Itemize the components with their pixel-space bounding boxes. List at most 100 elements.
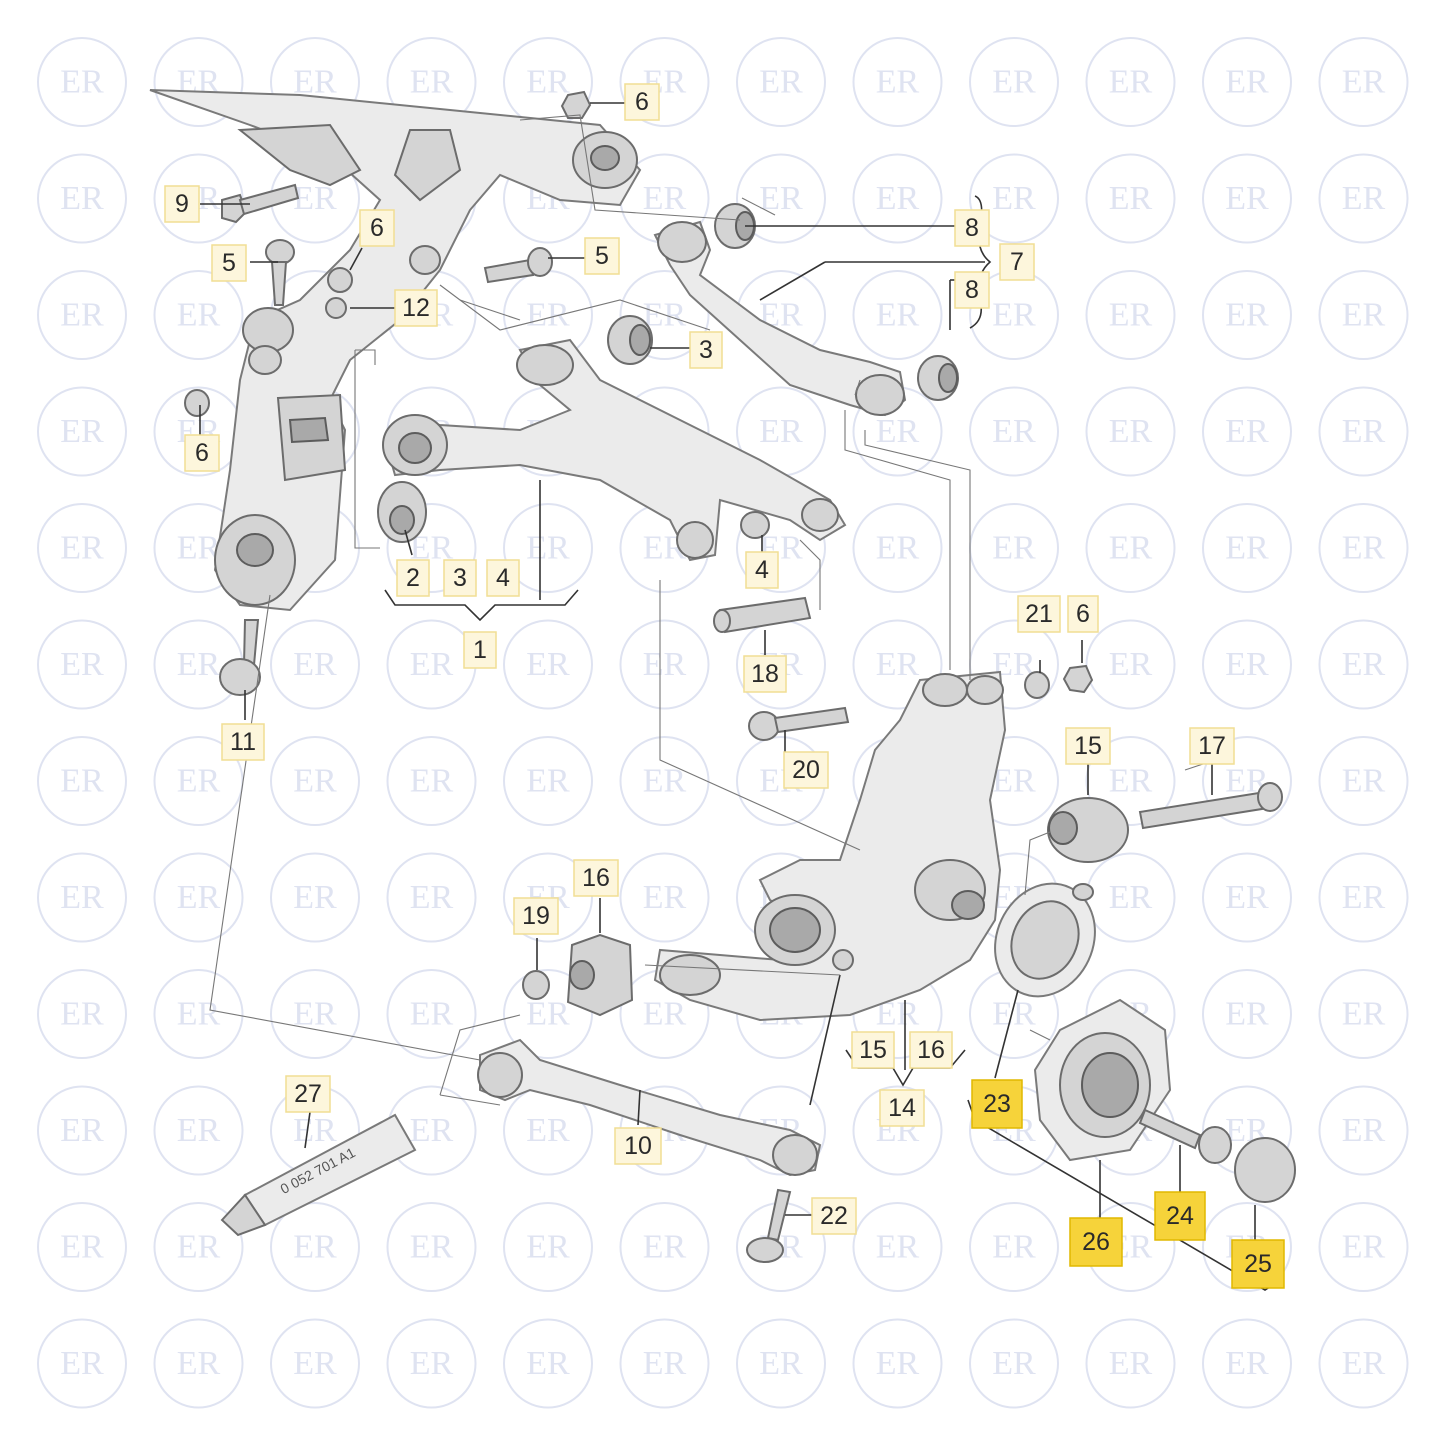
watermark-text: ER xyxy=(1342,1112,1386,1149)
watermark-text: ER xyxy=(759,64,803,101)
watermark-text: ER xyxy=(526,763,570,800)
svg-text:9: 9 xyxy=(175,190,189,218)
watermark-text: ER xyxy=(60,413,104,450)
callout-5-right: 5 xyxy=(584,237,620,275)
watermark-ring xyxy=(1318,37,1409,127)
watermark-text: ER xyxy=(876,530,920,567)
svg-text:3: 3 xyxy=(699,336,713,364)
watermark-text: ER xyxy=(293,1345,337,1382)
hub-cap-25 xyxy=(1234,1137,1296,1203)
watermark-ring xyxy=(37,37,127,127)
watermark-text: ER xyxy=(60,64,104,101)
watermark-ring xyxy=(1202,969,1292,1059)
watermark-ring xyxy=(503,736,593,826)
watermark-text: ER xyxy=(643,646,687,683)
callout-3-top: 3 xyxy=(689,331,723,369)
svg-text:11: 11 xyxy=(230,728,256,756)
callout-8-bottom: 8 xyxy=(954,271,990,309)
watermark-text: ER xyxy=(60,1112,104,1149)
bolt-20 xyxy=(748,706,850,741)
watermark-ring xyxy=(386,1318,477,1409)
watermark-text: ER xyxy=(60,646,104,683)
watermark-ring xyxy=(503,1318,593,1409)
watermark-text: ER xyxy=(410,763,454,800)
watermark-text: ER xyxy=(526,1112,570,1149)
watermark-text: ER xyxy=(1342,763,1386,800)
watermark-text: ER xyxy=(293,1229,337,1266)
callout-4-bottom: 4 xyxy=(486,559,520,597)
watermark-text: ER xyxy=(526,297,570,334)
svg-text:10: 10 xyxy=(624,1132,652,1160)
watermark-text: ER xyxy=(992,763,1036,800)
svg-text:12: 12 xyxy=(402,294,430,322)
watermark-ring xyxy=(852,1085,943,1176)
svg-text:27: 27 xyxy=(294,1080,322,1108)
watermark-ring xyxy=(852,619,943,710)
watermark-ring xyxy=(153,969,244,1059)
bushing-2 xyxy=(377,481,427,543)
watermark-text: ER xyxy=(992,180,1036,217)
watermark-ring xyxy=(153,1085,244,1176)
callout-26: 26 xyxy=(1069,1217,1123,1267)
watermark-text: ER xyxy=(177,879,221,916)
callout-4-right: 4 xyxy=(745,551,779,589)
watermark-text: ER xyxy=(1225,64,1269,101)
watermark-ring xyxy=(619,852,710,943)
callout-7: 7 xyxy=(999,243,1035,281)
watermark-text: ER xyxy=(177,763,221,800)
watermark-ring xyxy=(619,1318,710,1409)
watermark-text: ER xyxy=(876,180,920,217)
nut-top xyxy=(560,90,592,119)
upper-control-arm xyxy=(653,203,959,417)
watermark-ring xyxy=(1318,1085,1409,1176)
watermark-ring xyxy=(969,153,1059,244)
watermark-ring xyxy=(270,619,360,710)
watermark-ring xyxy=(503,503,593,593)
callout-2: 2 xyxy=(396,559,430,597)
watermark-text: ER xyxy=(1109,646,1153,683)
svg-text:17: 17 xyxy=(1198,732,1226,760)
watermark-ring xyxy=(386,503,477,593)
watermark-text: ER xyxy=(992,1345,1036,1382)
watermark-text: ER xyxy=(992,996,1036,1033)
bolt-22 xyxy=(746,1188,792,1263)
watermark-text: ER xyxy=(992,64,1036,101)
bolt-5-horizontal xyxy=(483,247,553,284)
callout-6-right: 6 xyxy=(1067,595,1099,633)
bolt-17 xyxy=(1138,782,1283,830)
callout-6-mid: 6 xyxy=(359,209,395,247)
watermark-text: ER xyxy=(1342,297,1386,334)
watermark-ring xyxy=(37,736,127,826)
watermark-text: ER xyxy=(759,180,803,217)
callout-16-top: 16 xyxy=(573,859,619,897)
callout-10: 10 xyxy=(614,1127,662,1165)
watermark-text: ER xyxy=(60,879,104,916)
watermark-ring xyxy=(270,1202,360,1292)
callout-12: 12 xyxy=(394,289,438,327)
watermark-ring xyxy=(1202,37,1292,127)
watermark-ring xyxy=(37,1202,127,1292)
watermark-ring xyxy=(153,1202,244,1292)
callout-19: 19 xyxy=(513,897,559,935)
lower-link-10 xyxy=(477,1038,822,1177)
watermark-text: ER xyxy=(410,1112,454,1149)
watermark-text: ER xyxy=(1342,1229,1386,1266)
watermark-text: ER xyxy=(177,1345,221,1382)
watermark-ring xyxy=(1085,386,1176,477)
watermark-ring xyxy=(503,619,593,710)
watermark-text: ER xyxy=(1225,1345,1269,1382)
callout-23: 23 xyxy=(971,1079,1023,1129)
watermark-ring xyxy=(1318,852,1409,943)
watermark-text: ER xyxy=(876,64,920,101)
watermark-ring xyxy=(619,736,710,826)
callout-18: 18 xyxy=(743,655,787,693)
callout-6-left: 6 xyxy=(184,434,220,472)
callout-labels: 6 9 6 5 5 12 3 8 7 8 6 2 3 4 1 4 18 11 2… xyxy=(164,83,1285,1289)
watermark-ring xyxy=(1318,1202,1409,1292)
watermark-ring xyxy=(1202,503,1292,593)
watermark-text: ER xyxy=(1109,64,1153,101)
lower-control-arm xyxy=(382,338,847,562)
watermark-ring xyxy=(852,37,943,127)
watermark-ring xyxy=(969,1318,1059,1409)
